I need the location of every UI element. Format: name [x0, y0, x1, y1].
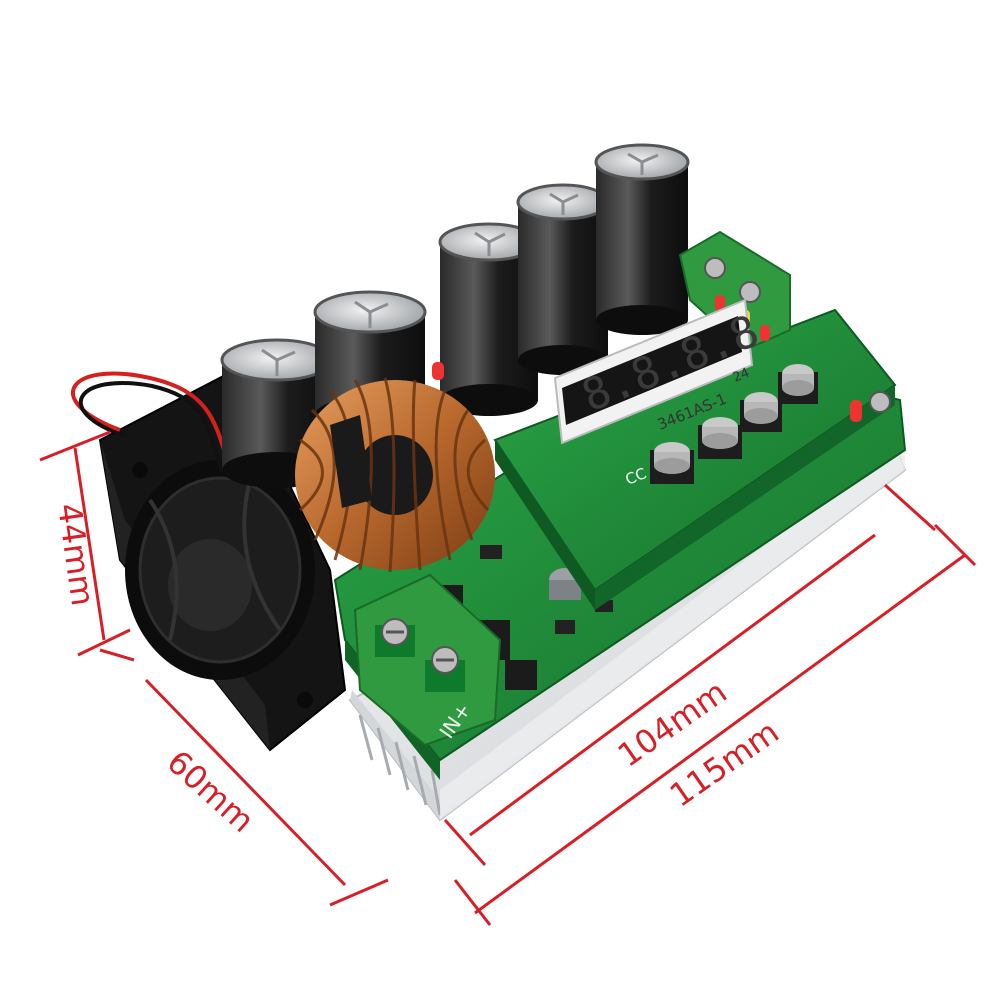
button-2 — [698, 417, 742, 459]
mounting-screw — [869, 391, 891, 413]
button-1 — [650, 442, 694, 484]
output-terminal-block — [678, 230, 791, 352]
toroid-inductor — [295, 377, 495, 573]
button-3 — [740, 392, 782, 432]
button-4 — [778, 364, 818, 404]
width-dimension-label: 60mm — [160, 743, 262, 840]
dimension-lines — [39, 430, 977, 926]
input-terminal-block — [353, 573, 502, 747]
capacitor-2 — [313, 290, 427, 433]
capacitor-4 — [516, 183, 610, 375]
capacitor-5 — [594, 143, 690, 335]
height-dimension-label: 44mm — [50, 501, 102, 608]
display-side-mark: 24 — [731, 366, 752, 386]
fan-wires — [70, 371, 232, 473]
push-buttons — [650, 364, 818, 484]
cooling-fan — [98, 368, 347, 752]
